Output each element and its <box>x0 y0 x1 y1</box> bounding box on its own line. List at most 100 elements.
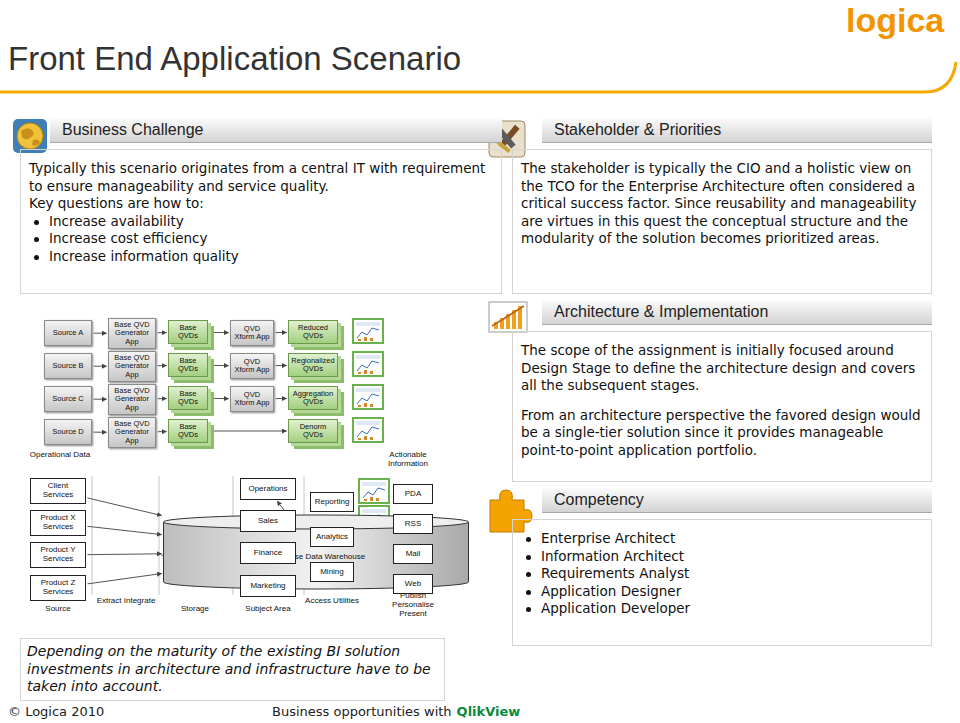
column-label: Source <box>30 605 86 614</box>
service-box: Mining <box>310 562 354 582</box>
flow-arrow <box>276 365 287 366</box>
qvd-stack: Base QVDs <box>168 386 208 410</box>
service-box: Product X Services <box>30 510 86 536</box>
process-box: Source A <box>44 320 92 346</box>
service-box: Reporting <box>310 492 354 512</box>
box-label: Analytics <box>316 533 348 542</box>
box-label: Mining <box>320 568 344 577</box>
column-label: Storage <box>163 605 227 614</box>
qvd-stack: Base QVDs <box>168 419 208 443</box>
logo-text: logica <box>846 2 944 39</box>
bullet-item: Application Developer <box>521 600 923 618</box>
box-label: Base QVDs <box>171 324 205 341</box>
bullet-item: Enterprise Architect <box>521 530 923 548</box>
flow-arrow <box>87 526 161 534</box>
box-label: RSS <box>405 520 421 529</box>
box-label: Base QVDs <box>171 423 205 440</box>
flow-arrow <box>158 431 167 432</box>
globe-icon <box>13 119 47 153</box>
flow-arrow <box>88 553 162 555</box>
box-label: Base QVD Generator App <box>111 387 153 412</box>
process-box: Source B <box>44 353 92 379</box>
service-box: Sales <box>240 510 296 532</box>
note-text: Depending on the maturity of the existin… <box>27 643 438 696</box>
flow-arrow <box>210 332 229 333</box>
flow-arrow <box>87 574 161 584</box>
box-label: Product X Services <box>33 514 83 532</box>
service-box: RSS <box>393 514 433 534</box>
qvd-stack: Reduced QVDs <box>288 320 338 344</box>
box-label: Source A <box>53 329 83 337</box>
service-box: Finance <box>240 542 296 564</box>
box-label: Finance <box>254 549 282 558</box>
flow-arrow <box>87 498 161 516</box>
box-label: Web <box>405 580 421 589</box>
column-label: Operational Data <box>28 451 92 460</box>
column-label: Access Utilities <box>304 597 360 606</box>
box-label: Base QVDs <box>171 357 205 374</box>
bullet-item: Requirements Analyst <box>521 565 923 583</box>
qvd-stack: Aggregation QVDs <box>288 386 338 410</box>
qvd-stack: Base QVDs <box>168 320 208 344</box>
flow-arrow <box>210 398 229 399</box>
panel-heading: Competency <box>542 488 932 513</box>
flow-arrow <box>94 366 107 367</box>
process-box: Source C <box>44 386 92 412</box>
column-label: Extract Integrate <box>94 597 158 606</box>
column-label: Subject Area <box>236 605 300 614</box>
footer-text: Business opportunities with <box>272 705 452 719</box>
service-box: Product Z Services <box>30 575 86 601</box>
service-box: Marketing <box>240 575 296 597</box>
panel-text: The scope of the assignment is initially… <box>521 342 923 395</box>
process-box: QVD Xform App <box>230 320 274 346</box>
bullet-item: Increase cost efficiency <box>29 230 493 248</box>
service-box: Web <box>393 574 433 594</box>
flow-arrow <box>158 332 167 333</box>
panel-heading: Business Challenge <box>50 118 502 143</box>
box-label: Base QVD Generator App <box>111 321 153 346</box>
note-box: Depending on the maturity of the existin… <box>20 638 445 701</box>
flow-arrow <box>94 333 107 334</box>
process-box: Base QVD Generator App <box>108 384 156 415</box>
qvd-stack: Regionalized QVDs <box>288 353 338 377</box>
qvd-stack: Base QVDs <box>168 353 208 377</box>
box-label: Marketing <box>250 582 285 591</box>
process-box: Source D <box>44 419 92 445</box>
process-box: QVD Xform App <box>230 386 274 412</box>
panel-heading: Architecture & Implementation <box>542 300 932 325</box>
box-label: Regionalized QVDs <box>291 357 335 374</box>
puzzle-icon <box>490 490 532 532</box>
box-label: Product Y Services <box>33 546 83 564</box>
service-box: Client Services <box>30 478 86 504</box>
box-label: QVD Xform App <box>233 358 271 375</box>
panel-text: Key questions are how to: <box>29 195 493 213</box>
box-label: Mail <box>406 550 421 559</box>
panel-text: The stakeholder is typically the CIO and… <box>521 160 923 248</box>
box-label: Reduced QVDs <box>291 324 335 341</box>
bullet-item: Increase availability <box>29 213 493 231</box>
box-label: Denorm QVDs <box>291 423 335 440</box>
service-box: Analytics <box>310 527 354 547</box>
box-label: Source D <box>52 428 83 436</box>
service-box: Mail <box>393 544 433 564</box>
flow-arrow <box>158 365 167 366</box>
panel-text: Typically this scenario originates from … <box>29 160 493 195</box>
service-box: Operations <box>240 478 296 500</box>
box-label: Product Z Services <box>33 579 83 597</box>
box-label: Client Services <box>33 482 83 500</box>
box-label: Source C <box>52 395 83 403</box>
service-box: PDA <box>393 484 433 504</box>
brand-name: QlikView <box>457 705 521 719</box>
qvd-stack: Denorm QVDs <box>288 419 338 443</box>
info-panel: Architecture & ImplementationThe scope o… <box>512 300 932 482</box>
box-label: PDA <box>405 490 421 499</box>
box-label: Source B <box>53 362 84 370</box>
box-label: Operations <box>248 485 287 494</box>
info-panel: CompetencyEnterprise ArchitectInformatio… <box>512 488 932 646</box>
box-label: Base QVD Generator App <box>111 420 153 445</box>
box-label: Aggregation QVDs <box>291 390 335 407</box>
flow-arrow <box>276 398 287 399</box>
bullet-item: Information Architect <box>521 548 923 566</box>
flow-arrow <box>158 398 167 399</box>
box-label: QVD Xform App <box>233 391 271 408</box>
